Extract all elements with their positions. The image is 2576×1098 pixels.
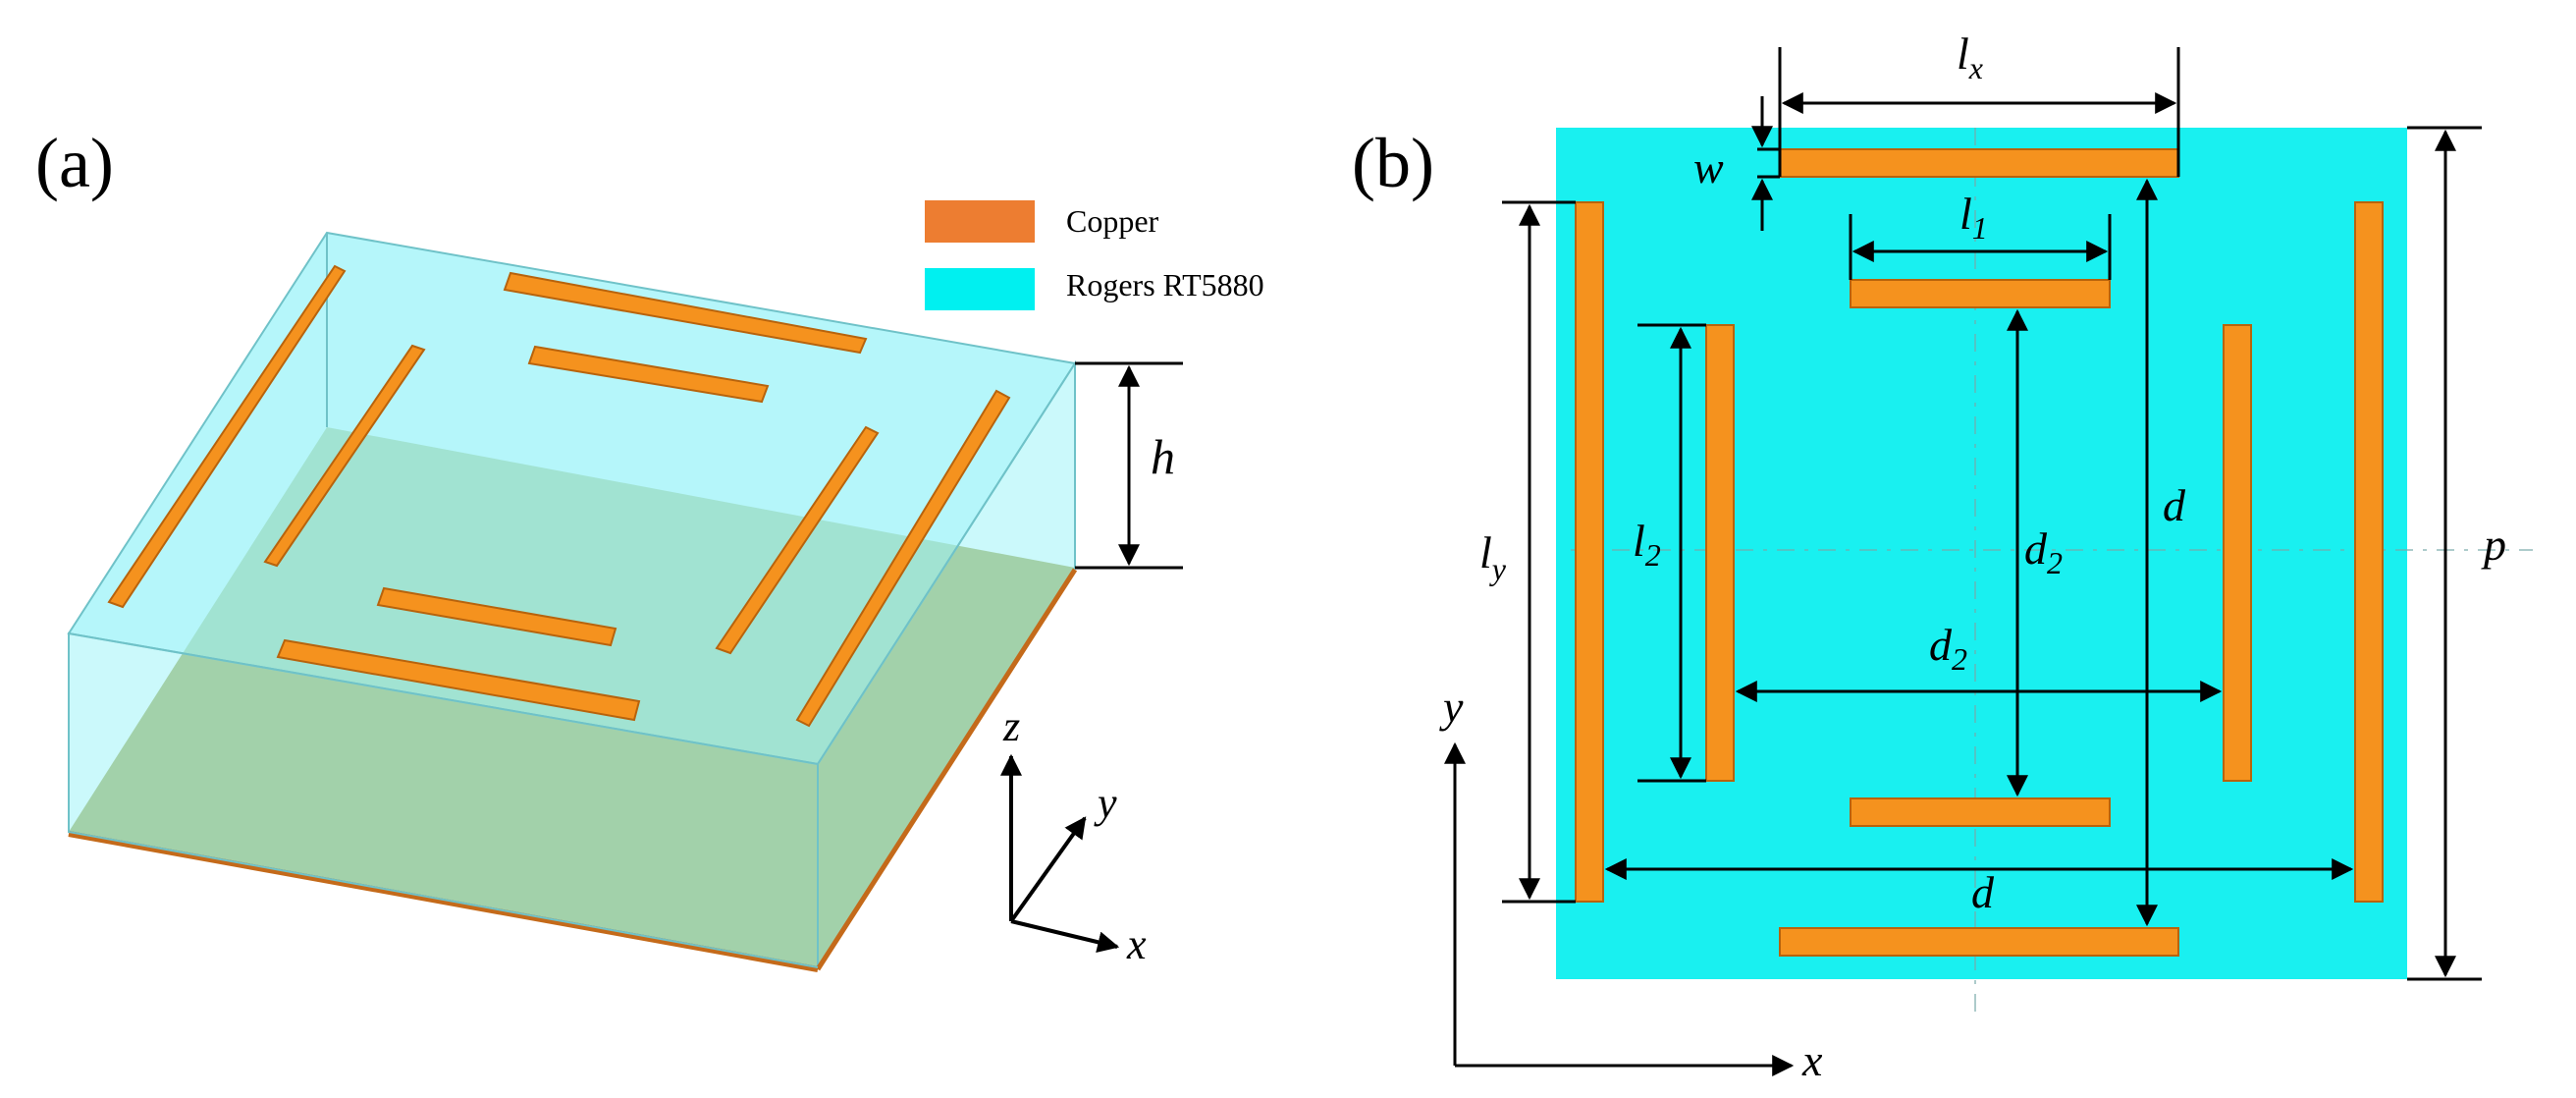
axis-x-label: x xyxy=(1126,920,1147,968)
strip-top-outer xyxy=(1779,148,2179,178)
copper-strips-top xyxy=(1575,148,2384,957)
strip-outer-top xyxy=(503,271,868,355)
axis-z-label: z xyxy=(1002,702,1020,750)
legend-swatch-copper xyxy=(925,200,1035,243)
strip-inner-bottom xyxy=(376,586,617,647)
strip-outer-bottom xyxy=(276,638,641,722)
dimension-l2-label: l2 xyxy=(1633,516,1661,573)
legend: Copper Rogers RT5880 xyxy=(925,200,1264,310)
legend-swatch-substrate xyxy=(925,268,1035,310)
dimension-d-horizontal: d xyxy=(1604,858,2354,917)
dimension-ly: ly xyxy=(1479,200,1576,904)
dimension-p: p xyxy=(2407,126,2506,981)
strip-bottom-outer xyxy=(1779,927,2179,957)
dimension-d2-horizontal-label: d2 xyxy=(1929,620,1967,677)
dimension-h: h xyxy=(1075,361,1183,570)
dimension-d-horizontal-label: d xyxy=(1971,867,1995,917)
dimension-lx-label: lx xyxy=(1957,28,1983,85)
dimension-l1-label: l1 xyxy=(1959,189,1988,246)
legend-label-substrate: Rogers RT5880 xyxy=(1066,267,1264,302)
axes-2d: y x xyxy=(1439,682,1823,1085)
panel-a: (a) xyxy=(35,124,1264,972)
panel-a-label: (a) xyxy=(35,124,114,202)
dimension-h-label: h xyxy=(1151,429,1175,484)
substrate-3d xyxy=(67,231,1078,972)
panel-b: (b) lx xyxy=(1352,28,2533,1085)
substrate-front-edge xyxy=(68,831,819,968)
dimension-lx: lx xyxy=(1778,28,2180,177)
dimension-w: w xyxy=(1693,96,1780,231)
dimension-l1: l1 xyxy=(1849,189,2112,280)
strip-top-inner xyxy=(1850,279,2111,308)
dimension-w-label: w xyxy=(1693,142,1724,192)
ground-edge xyxy=(68,831,819,972)
axis-y-label: y xyxy=(1094,779,1117,827)
axis-x-label-2d: x xyxy=(1801,1035,1823,1085)
dimension-ly-label: ly xyxy=(1479,527,1507,586)
axes-3d: z y x xyxy=(1000,702,1147,968)
ground-edge-2 xyxy=(815,568,1078,971)
strip-bottom-inner xyxy=(1850,797,2111,827)
strip-outer-left xyxy=(107,264,347,609)
dimension-l2: l2 xyxy=(1633,323,1706,783)
dimension-d-vertical-label: d xyxy=(2163,480,2186,530)
strip-outer-right xyxy=(795,389,1011,728)
dimension-d2-vertical-label: d2 xyxy=(2024,523,2063,580)
strip-left-inner xyxy=(1705,324,1735,782)
axis-y-label-2d: y xyxy=(1439,682,1464,732)
strip-right-outer xyxy=(2354,201,2384,903)
strip-right-inner xyxy=(2223,324,2252,782)
strip-inner-right xyxy=(715,425,880,655)
dimension-d-vertical: d xyxy=(2136,178,2186,927)
dimension-d2-vertical: d2 xyxy=(2007,308,2063,797)
copper-strips-3d xyxy=(107,264,1011,728)
dimension-p-label: p xyxy=(2481,520,2506,570)
legend-label-copper: Copper xyxy=(1066,203,1159,239)
substrate-top-view xyxy=(1556,128,2407,979)
strip-inner-left xyxy=(263,344,426,568)
strip-left-outer xyxy=(1575,201,1604,903)
panel-b-label: (b) xyxy=(1352,124,1434,202)
strip-inner-top xyxy=(527,345,770,404)
